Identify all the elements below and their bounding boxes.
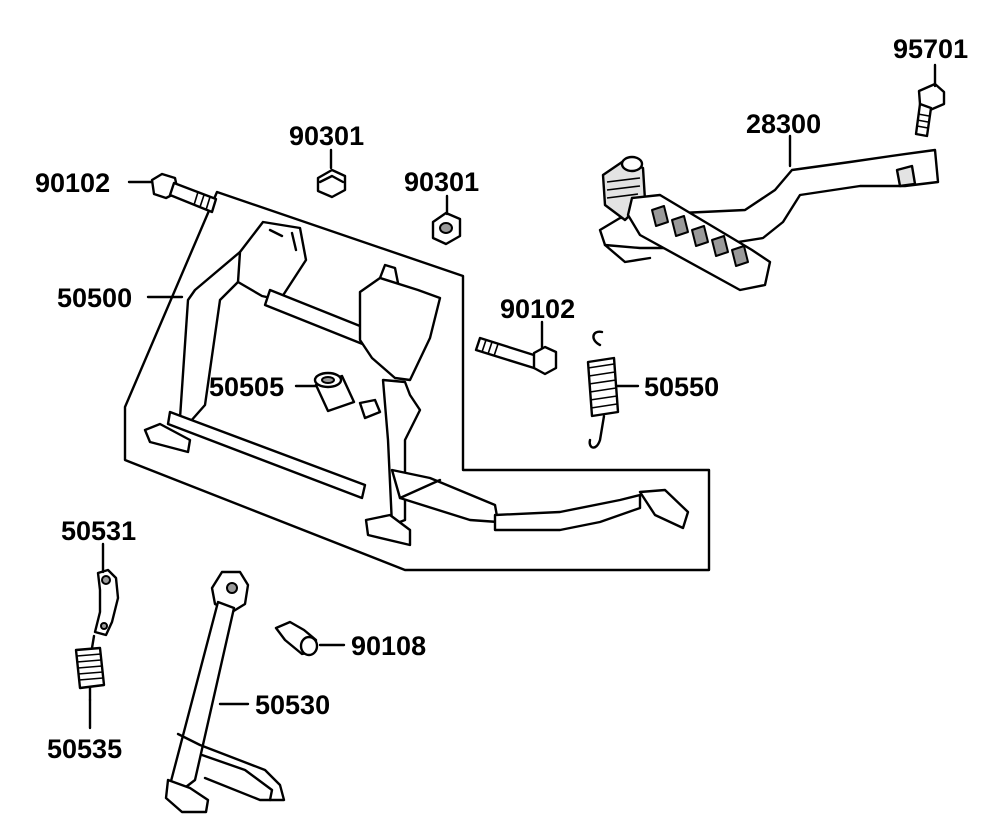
label-90108: 90108 xyxy=(351,631,426,661)
bolt-90108-icon xyxy=(274,620,319,657)
main-stand-50500-icon xyxy=(143,220,690,547)
spring-50535-icon xyxy=(74,634,106,702)
cap-nut-90301-icon xyxy=(316,168,347,199)
label-95701: 95701 xyxy=(893,34,968,64)
label-90102-upper: 90102 xyxy=(35,168,110,198)
bushing-50505-icon xyxy=(313,371,356,413)
label-28300: 28300 xyxy=(746,109,821,139)
bolt-95701-icon xyxy=(914,82,946,138)
label-90102-right: 90102 xyxy=(500,294,575,324)
bracket-50531-icon xyxy=(93,568,120,637)
label-90301-hex-nut: 90301 xyxy=(404,167,479,197)
side-stand-50530-icon xyxy=(164,570,286,814)
label-50500: 50500 xyxy=(57,283,132,313)
kick-starter-arm-icon xyxy=(598,148,940,292)
label-50550: 50550 xyxy=(644,372,719,402)
assembly-group-outline xyxy=(123,190,711,572)
label-50531: 50531 xyxy=(61,516,136,546)
bolt-90102-upper-icon xyxy=(150,172,218,214)
spring-50550-icon xyxy=(586,330,620,449)
leader-lines xyxy=(88,63,937,730)
label-90301-cap-nut: 90301 xyxy=(289,121,364,151)
bolt-90102-right-icon xyxy=(474,336,558,376)
label-50505: 50505 xyxy=(209,372,284,402)
hex-nut-90301-icon xyxy=(431,211,462,246)
label-50535: 50535 xyxy=(47,734,122,764)
label-50530: 50530 xyxy=(255,690,330,720)
